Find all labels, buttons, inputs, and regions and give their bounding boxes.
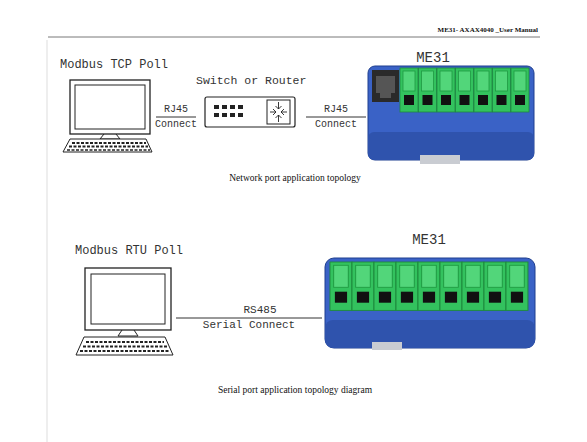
me31-device-illustration	[462, 262, 484, 310]
me31-device-illustration	[376, 76, 395, 93]
cable-connector	[176, 318, 322, 319]
me31-device-illustration	[372, 70, 399, 102]
computer-illustration	[63, 139, 152, 152]
computer-illustration	[80, 350, 170, 352]
computer-illustration	[67, 149, 150, 151]
me31-device-illustration	[380, 93, 391, 98]
computer-illustration	[118, 330, 138, 336]
node-heading: Modbus RTU Poll	[70, 244, 176, 259]
switch-illustration	[270, 102, 287, 122]
computer-illustration	[75, 85, 145, 129]
node-heading: ME31	[366, 50, 536, 67]
switch-illustration	[230, 105, 235, 109]
switch-illustration	[205, 97, 295, 127]
computer-illustration	[69, 146, 148, 148]
connector-label: RJ45 Connect	[306, 102, 366, 132]
switch-illustration	[230, 113, 235, 117]
me31-device-illustration	[374, 262, 396, 310]
switch-illustration	[267, 100, 290, 124]
node-heading: ME31	[322, 232, 538, 249]
me31-device-illustration	[419, 68, 437, 112]
me31-device-illustration	[437, 68, 455, 112]
node-heading: Switch or Router	[196, 74, 306, 89]
me31-device-illustration	[396, 262, 418, 310]
computer-illustration	[63, 80, 152, 152]
computer-illustration	[70, 80, 150, 134]
device-node: ME31	[322, 232, 538, 352]
me31-device-illustration	[325, 320, 535, 348]
me31-device-illustration	[474, 68, 492, 112]
connector-label: RJ45 Connect	[149, 102, 203, 132]
computer-illustration	[76, 337, 173, 355]
figure-caption: Network port application topology	[229, 173, 361, 183]
me31-device-illustration	[506, 262, 528, 310]
switch-illustration	[222, 113, 227, 117]
computer-illustration	[72, 142, 146, 144]
computer-illustration	[91, 274, 165, 324]
page-border	[47, 37, 540, 442]
me31-device-illustration	[368, 66, 534, 164]
switch-illustration	[214, 105, 219, 109]
me31-device-illustration	[330, 262, 352, 310]
computer-illustration	[86, 341, 164, 343]
figure-caption: Serial port application topology diagram	[218, 385, 372, 395]
page-border	[47, 40, 48, 442]
me31-device-illustration	[484, 262, 506, 310]
me31-device-illustration	[493, 68, 511, 112]
me31-device-illustration	[325, 258, 535, 348]
me31-device-illustration	[352, 262, 374, 310]
device-node: ME31	[366, 50, 536, 164]
me31-device-illustration	[368, 66, 534, 160]
me31-device-illustration	[325, 258, 535, 350]
me31-device-illustration	[456, 68, 474, 112]
me31-device-illustration	[400, 68, 418, 112]
me31-device-illustration	[372, 342, 402, 350]
connector-label: RS485 Serial Connect	[199, 303, 299, 333]
computer-illustration	[76, 268, 173, 355]
page-border	[48, 37, 540, 38]
switch-illustration	[238, 113, 243, 117]
me31-device-illustration	[440, 262, 462, 310]
cable-connector	[306, 117, 366, 118]
switch-illustration	[222, 105, 227, 109]
switch-illustration	[205, 97, 295, 127]
computer-illustration	[100, 134, 120, 139]
computer-node: Modbus RTU Poll	[70, 244, 176, 358]
switch-illustration	[214, 113, 219, 117]
me31-device-illustration	[511, 68, 529, 112]
me31-device-illustration	[420, 155, 460, 164]
cable-connector	[156, 117, 196, 118]
node-heading: Modbus TCP Poll	[56, 58, 156, 73]
computer-illustration	[83, 345, 167, 347]
switch-illustration	[238, 105, 243, 109]
me31-device-illustration	[418, 262, 440, 310]
header-text: ME31- AXAX4040 _User Manual	[438, 26, 538, 34]
computer-illustration	[85, 268, 171, 330]
computer-node: Modbus TCP Poll	[56, 58, 156, 154]
switch-node: Switch or Router	[196, 74, 306, 130]
